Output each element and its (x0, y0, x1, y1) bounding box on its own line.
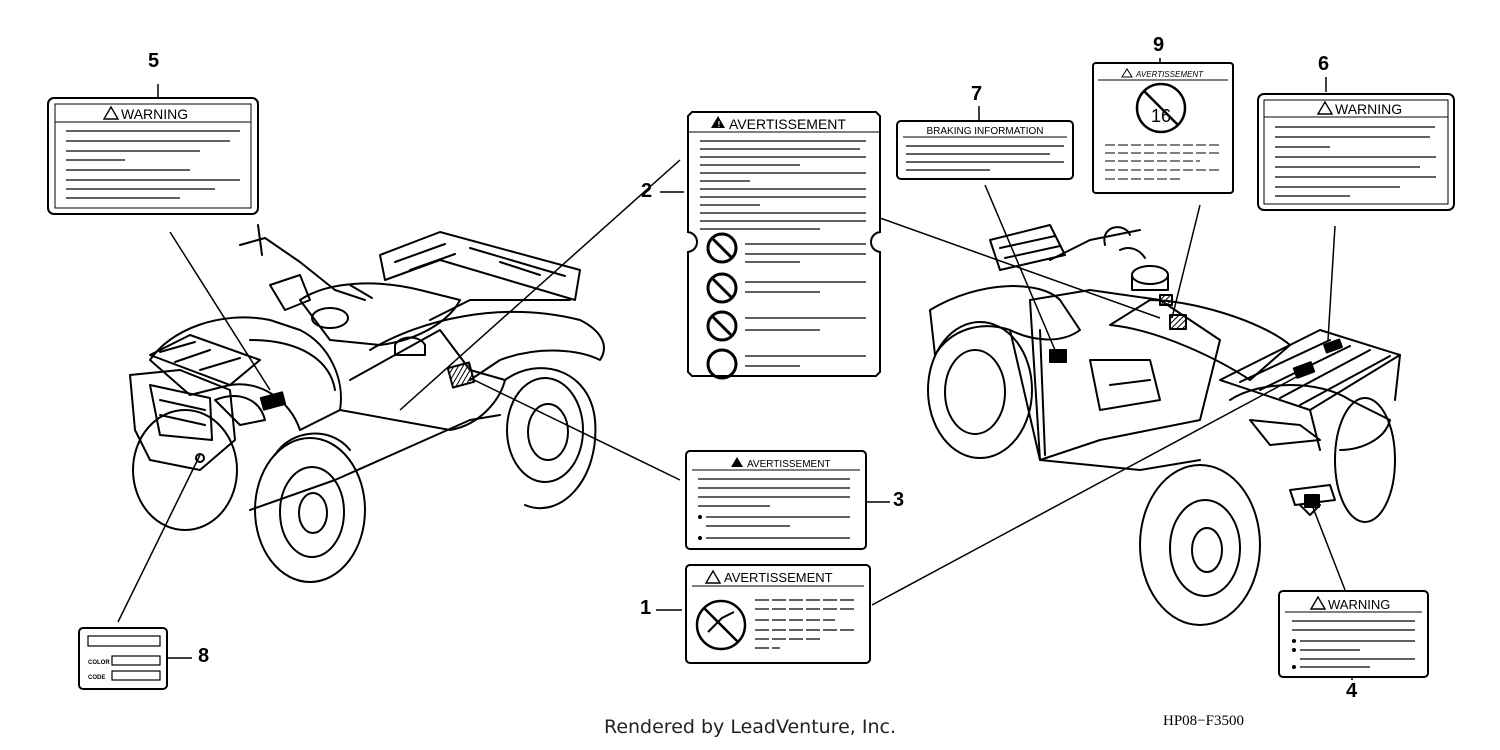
label-8-code: CODE (88, 675, 105, 681)
leader-6 (1327, 225, 1336, 341)
callout-2: 2 (641, 180, 653, 202)
callout-1: 1 (640, 597, 652, 619)
atv-rear-right-view (927, 224, 1401, 626)
callout-6: 6 (1318, 53, 1330, 75)
label-8-color-code: COLOR CODE (78, 627, 168, 690)
rendered-by-footer: Rendered by LeadVenture, Inc. (603, 716, 897, 738)
callout-3: 3 (893, 489, 905, 511)
callout-5: 5 (148, 50, 160, 72)
atv-front-left-view (129, 224, 605, 583)
label-9-age: 16 (1151, 106, 1171, 126)
leader-2-to-atv-b (399, 159, 681, 411)
leader-4 (1311, 504, 1346, 591)
label-3-avertissement: AVERTISSEMENT (685, 450, 867, 550)
label-4-warning: WARNING (1278, 590, 1429, 678)
label-6-warning: WARNING (1257, 93, 1455, 211)
label-6-title: WARNING (1335, 101, 1402, 117)
label-7-title: BRAKING INFORMATION (926, 126, 1043, 137)
label-2-title: AVERTISSEMENT (729, 116, 846, 132)
callout-7: 7 (971, 83, 983, 105)
diagram-code: HP08−F3500 (1163, 713, 1244, 729)
label-8-color: COLOR (88, 660, 110, 666)
svg-text:!: ! (718, 120, 721, 129)
label-2-avertissement: ! AVERTISSEMENT (687, 111, 881, 380)
label-5-warning: WARNING (47, 97, 259, 215)
label-4-title: WARNING (1328, 597, 1390, 612)
leader-1-to-atv (871, 374, 1301, 606)
label-1-avertissement: AVERTISSEMENT (685, 564, 871, 664)
label-7-braking-information: BRAKING INFORMATION (896, 120, 1074, 180)
leader-9 (1171, 204, 1201, 319)
callout-8: 8 (198, 645, 210, 667)
label-9-title: AVERTISSEMENT (1135, 70, 1204, 79)
leader-5-to-atv (169, 231, 271, 391)
label-3-title: AVERTISSEMENT (747, 459, 831, 470)
leader-7 (984, 184, 1056, 351)
label-1-title: AVERTISSEMENT (724, 570, 833, 585)
leader-8 (117, 454, 201, 623)
leader-3-to-atv (469, 377, 681, 481)
callout-4: 4 (1346, 680, 1358, 702)
label-5-title: WARNING (121, 106, 188, 122)
callout-9: 9 (1153, 34, 1165, 56)
label-9-age-warning: AVERTISSEMENT 16 (1092, 62, 1234, 194)
leader-lines (117, 58, 1353, 680)
